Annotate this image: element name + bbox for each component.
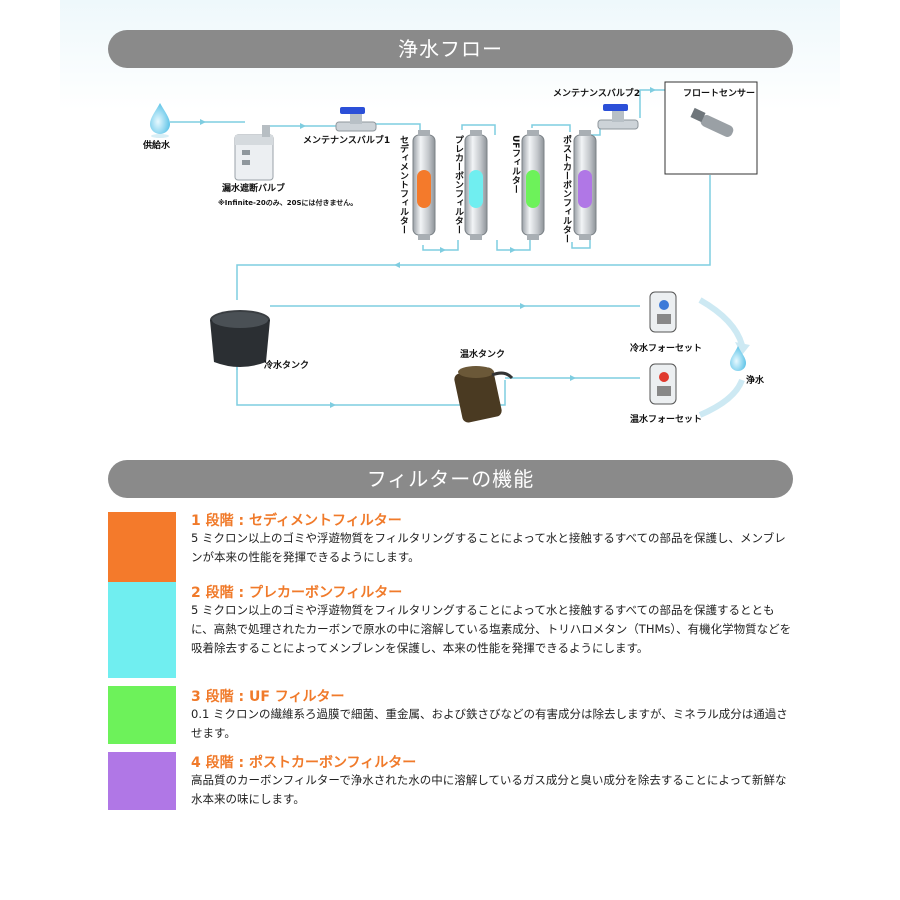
stage-3-title: 3 段階 : UF フィルター: [191, 689, 345, 705]
stage-3-color-swatch: [108, 686, 176, 744]
hot-tank-label: 温水タンク: [460, 348, 505, 360]
stage-1: 1 段階 : セディメントフィルター 5 ミクロン以上のゴミや浮遊物質をフィルタ…: [108, 510, 798, 582]
hot-faucet-label: 温水フォーセット: [630, 413, 702, 425]
filter-function-section-header: フィルターの機能: [108, 460, 793, 498]
stage-1-description: 5 ミクロン以上のゴミや浮遊物質をフィルタリングすることによって水と接触するすべ…: [191, 531, 786, 564]
flow-arrows: [200, 87, 656, 408]
stage-2: 2 段階 : プレカーボンフィルター 5 ミクロン以上のゴミや浮遊物質をフィルタ…: [108, 582, 798, 682]
maintenance-valve-1-icon: [335, 107, 377, 132]
stage-4-description: 高品質のカーボンフィルターで浄水された水の中に溶解しているガス成分と臭い成分を除…: [191, 773, 787, 806]
cold-faucet-icon: [649, 291, 677, 333]
flow-section-header: 浄水フロー: [108, 30, 793, 68]
stage-4: 4 段階 : ポストカーボンフィルター 高品質のカーボンフィルターで浄水された水…: [108, 752, 798, 814]
clean-water-label: 浄水: [746, 374, 765, 386]
hot-faucet-icon: [649, 363, 677, 405]
uf-filter-icon: [521, 130, 545, 240]
maintenance-valve-2-icon: [597, 104, 639, 130]
cold-tank-label: 冷水タンク: [264, 359, 309, 371]
maintenance-valve-1-label: メンテナンスバルブ1: [303, 134, 390, 146]
stage-3-description: 0.1 ミクロンの繊維系ろ過膜で細菌、重金属、および鉄さびなどの有害成分は除去し…: [191, 707, 788, 740]
supply-water-drop-icon: [150, 103, 170, 138]
precarbon-filter-label: プレカーボンフィルター: [453, 134, 464, 234]
cold-faucet-label: 冷水フォーセット: [630, 342, 702, 354]
leak-valve-note: ※Infinite-20のみ、20Sには付きません。: [218, 198, 357, 207]
postcarbon-filter-label: ポストカーボンフィルター: [561, 134, 572, 243]
stage-3: 3 段階 : UF フィルター 0.1 ミクロンの繊維系ろ過膜で細菌、重金属、お…: [108, 686, 798, 748]
maintenance-valve-2-label: メンテナンスバルブ2: [553, 87, 640, 99]
sediment-filter-icon: [412, 130, 436, 240]
water-flow-diagram: 供給水 漏水遮断バルブ ※Infinite-20のみ、20Sには付きません。 メ…: [142, 81, 765, 425]
stage-1-color-swatch: [108, 512, 176, 582]
sediment-filter-label: セディメントフィルター: [398, 135, 409, 234]
hot-tank-icon: [454, 366, 514, 423]
stage-2-title: 2 段階 : プレカーボンフィルター: [191, 585, 403, 601]
float-sensor-icon: [690, 107, 734, 137]
output-arrows: [698, 297, 750, 418]
leak-valve-label: 漏水遮断バルブ: [222, 182, 285, 194]
clean-water-drop-icon: [730, 346, 746, 371]
stage-4-color-swatch: [108, 752, 176, 810]
cold-tank-icon: [210, 310, 270, 367]
stage-2-color-swatch: [108, 582, 176, 678]
stage-4-title: 4 段階 : ポストカーボンフィルター: [191, 755, 417, 771]
leak-valve-icon: [234, 125, 274, 181]
stage-1-title: 1 段階 : セディメントフィルター: [191, 513, 402, 529]
stage-2-description: 5 ミクロン以上のゴミや浮遊物質をフィルタリングすることによって水と接触するすべ…: [191, 603, 792, 655]
supply-water-label: 供給水: [142, 139, 171, 151]
uf-filter-label: UFフィルター: [510, 135, 521, 193]
float-sensor-label: フロートセンサー: [683, 88, 755, 99]
precarbon-filter-icon: [464, 130, 488, 240]
pipes: [170, 89, 711, 406]
postcarbon-filter-icon: [573, 130, 597, 240]
